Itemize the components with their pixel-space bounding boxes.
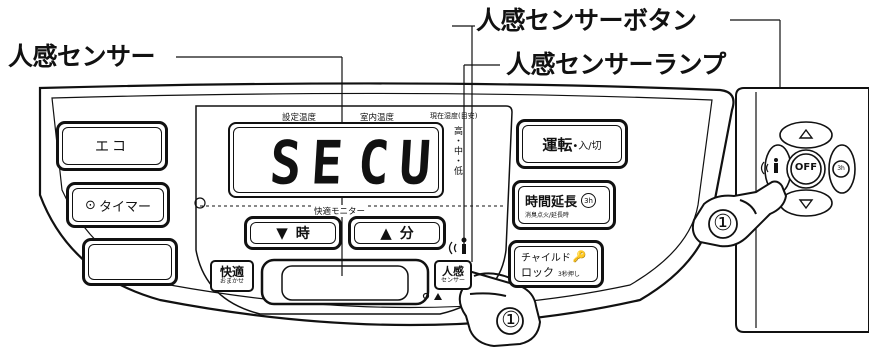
run-suffix-label: •入/切 [572, 140, 602, 152]
remote-off-label[interactable]: OFF [794, 162, 818, 173]
label-room-temp: 室内温度 [360, 113, 395, 123]
comfort-sublabel: おまかせ [219, 278, 244, 286]
remote-sensor-icon [760, 158, 778, 175]
callout-human-sensor-lamp: 人感センサーランプ [506, 50, 726, 79]
timer-button[interactable]: ⊙ タイマー [66, 182, 170, 228]
run-label: 運転 [542, 135, 573, 154]
label-set-temp: 設定温度 [282, 113, 317, 123]
sensor-lamp-icon [448, 237, 467, 255]
extend-time-button[interactable]: 時間延長 3h 消臭点火/延長時 [512, 180, 616, 230]
lcd-segment-right: CU [355, 129, 443, 199]
humidity-level-scale: 高・中・低 [452, 126, 462, 176]
key-icon: 🔑 [572, 249, 587, 263]
minute-up-button[interactable]: ▲ 分 [348, 216, 446, 250]
lcd-segment-left: SE [267, 129, 355, 199]
blank-button[interactable] [82, 238, 178, 286]
extend-time-label: 時間延長 [525, 195, 578, 210]
panel-knob [194, 197, 206, 209]
callout-human-sensor-button: 人感センサーボタン [476, 6, 697, 35]
eco-button[interactable]: エコ [56, 121, 168, 171]
human-sensor-button[interactable]: 人感 センサー [434, 260, 472, 290]
triangle-up-icon: ▲ [380, 224, 392, 242]
run-onoff-button[interactable]: 運転 •入/切 [516, 119, 628, 169]
hour-down-button[interactable]: ▼ 時 [244, 216, 342, 250]
extend-3h-badge: 3h [581, 193, 597, 208]
lcd-display: SE CU [228, 122, 444, 199]
hour-down-label: 時 [295, 226, 310, 242]
comfort-button[interactable]: 快適 おまかせ [210, 260, 254, 292]
remote-3h-key [832, 160, 850, 178]
sensor-small-person [434, 293, 442, 300]
sensor-small-dot [422, 292, 430, 300]
child-lock-label-1: チャイルド [521, 252, 571, 264]
label-current-humidity: 現在湿度(目安) [430, 112, 478, 120]
label-comfort-monitor: 快適モニター [312, 205, 368, 217]
extend-time-sublabel: 消臭点火/延長時 [525, 212, 570, 219]
clock-icon: ⊙ [85, 197, 96, 213]
comfort-label: 快適 [219, 265, 244, 280]
remote-up-arrow [798, 128, 814, 139]
triangle-down-icon: ▼ [276, 224, 288, 242]
minute-up-label: 分 [399, 226, 414, 242]
human-sensor-label: 人感 [442, 264, 464, 278]
step-number-remote: ① [713, 211, 733, 236]
remote-3h-label[interactable]: 3h [837, 165, 845, 172]
child-lock-sublabel: 3秒押し [558, 270, 580, 278]
step-circle-remote [708, 209, 738, 239]
step-number-unit: ① [501, 308, 521, 333]
step-circle-unit [496, 307, 524, 335]
child-lock-label-2: ロック [521, 265, 554, 279]
sensor-window-outer [260, 258, 430, 306]
eco-label: エコ [95, 139, 129, 155]
timer-label: タイマー [98, 199, 151, 215]
remote-down-key [779, 189, 833, 217]
remote-up-key [779, 121, 833, 149]
remote-down-arrow [798, 199, 814, 210]
sensor-window-inner [281, 265, 409, 301]
callout-human-sensor: 人感センサー [8, 42, 156, 71]
human-sensor-sublabel: センサー [440, 276, 465, 284]
child-lock-button[interactable]: チャイルド 🔑 ロック 3秒押し [508, 240, 604, 288]
